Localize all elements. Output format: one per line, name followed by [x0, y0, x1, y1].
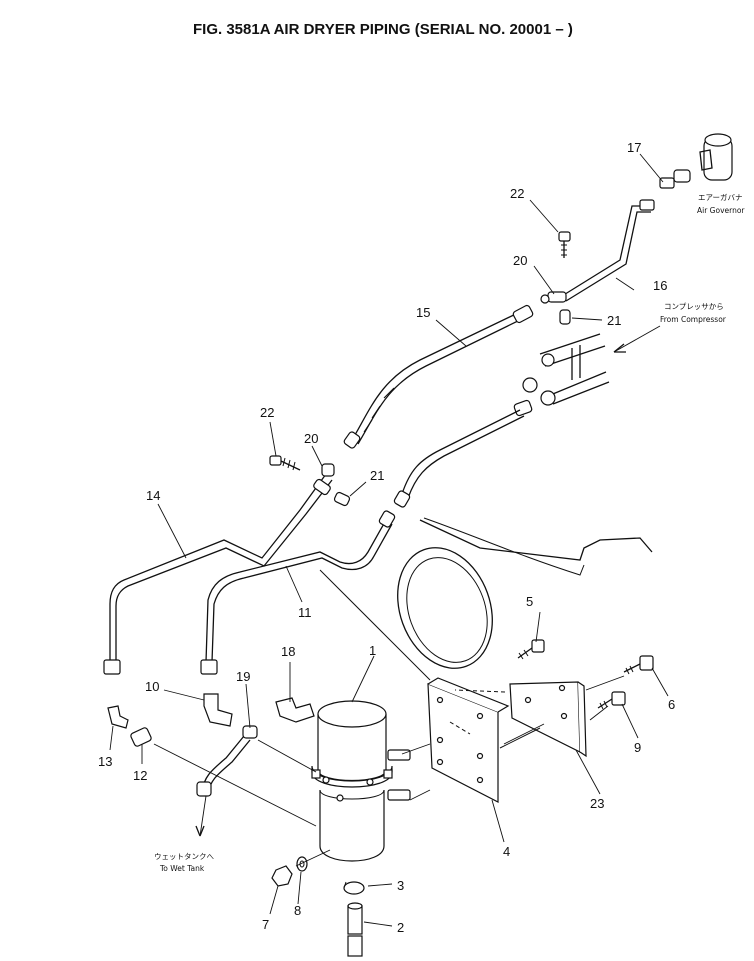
nut-21-upper	[559, 309, 571, 325]
hose-15	[343, 304, 534, 449]
from-compressor-arrow	[613, 325, 661, 353]
bracket-23	[454, 681, 587, 758]
leader-lines	[109, 153, 669, 927]
washer-8	[296, 856, 308, 872]
air-governor-label-en: Air Governor	[697, 206, 745, 215]
callout-15: 15	[416, 305, 430, 320]
air-governor-label-jp: エアーガバナ	[698, 192, 743, 202]
bolt-22-upper	[558, 231, 571, 258]
nut-7	[271, 865, 293, 887]
bracket-4	[427, 677, 510, 803]
air-governor	[659, 133, 733, 189]
callout-17: 17	[627, 140, 641, 155]
tube-16	[561, 199, 655, 302]
callout-20-upper: 20	[513, 253, 527, 268]
air-dryer	[311, 700, 411, 862]
callout-7: 7	[262, 917, 269, 932]
clip-3	[343, 881, 365, 895]
callout-18: 18	[281, 644, 295, 659]
to-wet-tank-label-en: To Wet Tank	[159, 864, 205, 873]
callout-11: 11	[298, 605, 312, 620]
elbow-18	[275, 697, 315, 723]
callout-2: 2	[397, 920, 404, 935]
callout-10: 10	[145, 679, 159, 694]
callout-6: 6	[668, 697, 675, 712]
elbow-10	[203, 693, 233, 727]
tube-19	[196, 725, 258, 797]
compressor-fittings	[513, 333, 610, 417]
callout-22-lower: 22	[260, 405, 274, 420]
callout-21-lower: 21	[370, 468, 384, 483]
from-compressor-arrowhead	[613, 343, 626, 353]
callout-12: 12	[133, 768, 147, 783]
nut-21-lower	[333, 491, 351, 507]
hose-2	[347, 902, 363, 957]
callout-8: 8	[294, 903, 301, 918]
tube-11	[200, 409, 525, 675]
elbow-13	[107, 705, 129, 729]
callout-22-upper: 22	[510, 186, 524, 201]
from-compressor-label-en: From Compressor	[660, 315, 727, 324]
fitting-12	[130, 727, 152, 747]
callout-19: 19	[236, 669, 250, 684]
callout-21-upper: 21	[607, 313, 621, 328]
figure-title: FIG. 3581A AIR DRYER PIPING (SERIAL NO. …	[193, 21, 573, 38]
callout-23: 23	[590, 796, 604, 811]
from-compressor-label-jp: コンプレッサから	[664, 302, 724, 311]
bolt-5	[517, 639, 545, 660]
callout-4: 4	[503, 844, 510, 859]
callout-3: 3	[397, 878, 404, 893]
callout-9: 9	[634, 740, 641, 755]
callout-5: 5	[526, 594, 533, 609]
callout-14: 14	[146, 488, 160, 503]
callout-20-lower: 20	[304, 431, 318, 446]
callout-16: 16	[653, 278, 667, 293]
bolt-22-lower	[269, 455, 301, 471]
tube-14	[103, 473, 333, 675]
bolt-6	[623, 655, 654, 675]
clamp-20-upper	[540, 291, 567, 304]
callout-13: 13	[98, 754, 112, 769]
callout-1: 1	[369, 643, 376, 658]
to-wet-tank-label-jp: ウェットタンクへ	[154, 852, 214, 861]
frame-outline	[319, 517, 653, 681]
clamp-20-lower	[313, 463, 335, 496]
bolt-9	[597, 691, 626, 710]
